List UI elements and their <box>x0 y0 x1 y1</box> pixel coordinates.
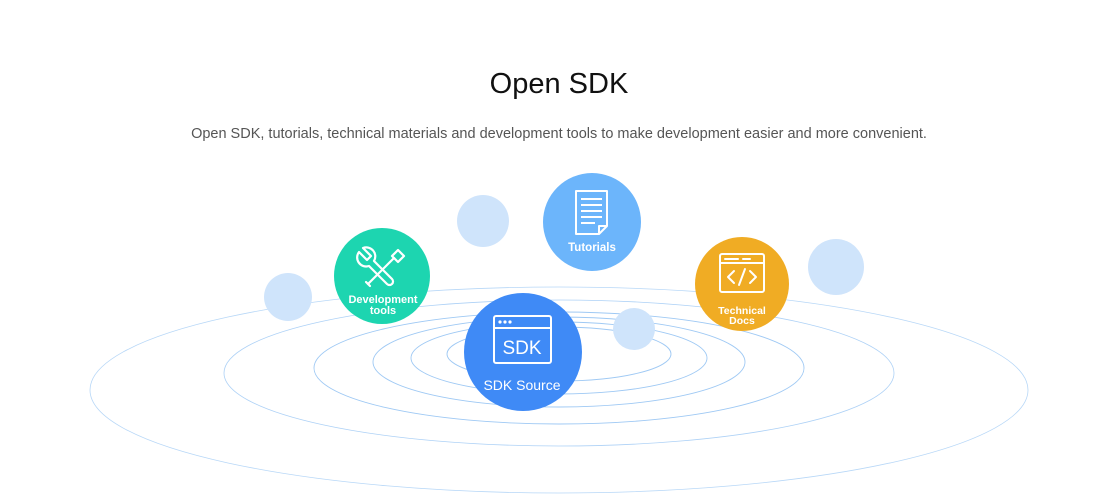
development-tools-label-line1: Development <box>348 294 417 306</box>
technical-docs-label-line2: Docs <box>729 315 755 327</box>
page-title: Open SDK <box>489 68 629 100</box>
ring <box>89 286 1029 494</box>
technical-docs-item[interactable]: Technical Docs <box>695 237 789 331</box>
document-icon <box>575 190 608 235</box>
technical-docs-label-line1: Technical <box>718 305 766 317</box>
page-subtitle: Open SDK, tutorials, technical materials… <box>191 126 927 142</box>
guide-lines <box>233 178 898 335</box>
ring <box>223 299 895 447</box>
sdk-source-item[interactable]: SDK SDK Source <box>464 293 582 411</box>
development-tools-label-line2: tools <box>370 305 396 317</box>
decor-bubble <box>457 195 509 247</box>
development-tools-item[interactable]: Development tools <box>334 228 430 324</box>
tools-icon <box>356 246 406 288</box>
window-icon <box>493 315 552 364</box>
decor-bubble <box>808 239 864 295</box>
decor-bubble <box>264 273 312 321</box>
decor-bubble <box>613 308 655 350</box>
tutorials-label: Tutorials <box>568 242 616 254</box>
sdk-source-label: SDK Source <box>483 377 560 393</box>
window-dots <box>498 320 512 324</box>
tutorials-item[interactable]: Tutorials <box>543 173 641 271</box>
decor-bubbles <box>264 195 864 350</box>
sdk-icon-text: SDK <box>502 338 541 359</box>
code-window-icon <box>719 253 765 293</box>
